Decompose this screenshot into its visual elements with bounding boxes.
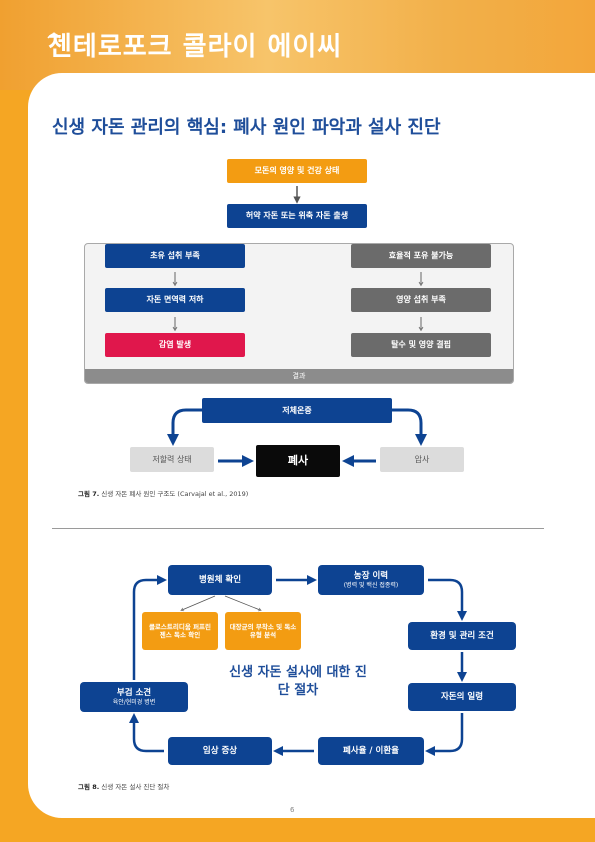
arrow-symptoms-to-necropsy: [129, 713, 164, 753]
nutrition-intake-box: 영양 섭취 부족: [351, 288, 491, 312]
branch-to-ecoli: [224, 595, 262, 612]
farm-history-label: 농장 이력: [353, 570, 389, 581]
ecoli-box: 대장균의 부착소 및 독소 유형 분석: [225, 612, 301, 650]
figure7-caption-label: 그림 7.: [78, 490, 100, 498]
environment-box: 환경 및 관리 조건: [408, 622, 516, 650]
infection-box: 감염 발생: [105, 333, 245, 357]
pathogen-box: 병원체 확인: [168, 565, 272, 595]
nursing-box: 효율적 포유 불가능: [351, 244, 491, 268]
brand-title: 젠테로포크 콜라이 에이씨: [48, 32, 343, 62]
arrow-history-to-env: [428, 578, 467, 621]
necropsy-label: 부검 소견: [116, 687, 152, 698]
page-number: 6: [290, 806, 295, 814]
death-box: 폐사: [256, 445, 340, 477]
page-title: 신생 자돈 관리의 핵심: 폐사 원인 파악과 설사 진단: [52, 117, 441, 138]
farm-history-sub: (병력 및 백신 접종력): [343, 581, 399, 589]
result-bar: 결과: [85, 369, 513, 383]
branch-to-clostridium: [180, 595, 216, 612]
diagnosis-title: 신생 자돈 설사에 대한 진단 절차: [229, 665, 367, 698]
crushing-box: 압사: [380, 447, 464, 472]
mortality-box: 폐사율 / 이환율: [318, 737, 424, 765]
figure7-caption: 그림 7. 신생 자돈 폐사 원인 구조도 (Carvajal et al., …: [78, 488, 248, 498]
arrow-hypo-to-crush: [392, 408, 427, 446]
farm-history-box: 농장 이력 (병력 및 백신 접종력): [318, 565, 424, 595]
dehydration-box: 탈수 및 영양 결핍: [351, 333, 491, 357]
arrow-necropsy-to-pathogen: [132, 575, 167, 680]
colostrum-box: 초유 섭취 부족: [105, 244, 245, 268]
figure8-caption: 그림 8. 신생 자돈 설사 진단 절차: [78, 781, 169, 791]
weak-state-box: 저할력 상태: [130, 447, 214, 472]
figure8-caption-label: 그림 8.: [78, 783, 100, 791]
section-divider: [52, 528, 544, 529]
arrow-age-to-mortality: [425, 713, 464, 756]
arrow-hypo-to-weak: [167, 408, 202, 446]
figure8-caption-text: 신생 자돈 설사 진단 절차: [101, 783, 170, 791]
necropsy-sub: 육안/현미경 병변: [112, 698, 156, 706]
figure7-caption-text: 신생 자돈 폐사 원인 구조도 (Carvajal et al., 2019): [101, 490, 249, 498]
symptoms-box: 임상 증상: [168, 737, 272, 765]
hypothermia-box: 저체온증: [202, 398, 392, 423]
necropsy-box: 부검 소견 육안/현미경 병변: [80, 682, 188, 712]
immunity-box: 자돈 면역력 저하: [105, 288, 245, 312]
sow-nutrition-box: 모돈의 영양 및 건강 상태: [227, 159, 367, 183]
age-box: 자돈의 일령: [408, 683, 516, 711]
clostridium-box: 클로스트리디움 퍼프린젠스 독소 확인: [142, 612, 218, 650]
brand-logo-icon: [47, 32, 61, 39]
weak-piglet-box: 허약 자돈 또는 위축 자돈 출생: [227, 204, 367, 228]
